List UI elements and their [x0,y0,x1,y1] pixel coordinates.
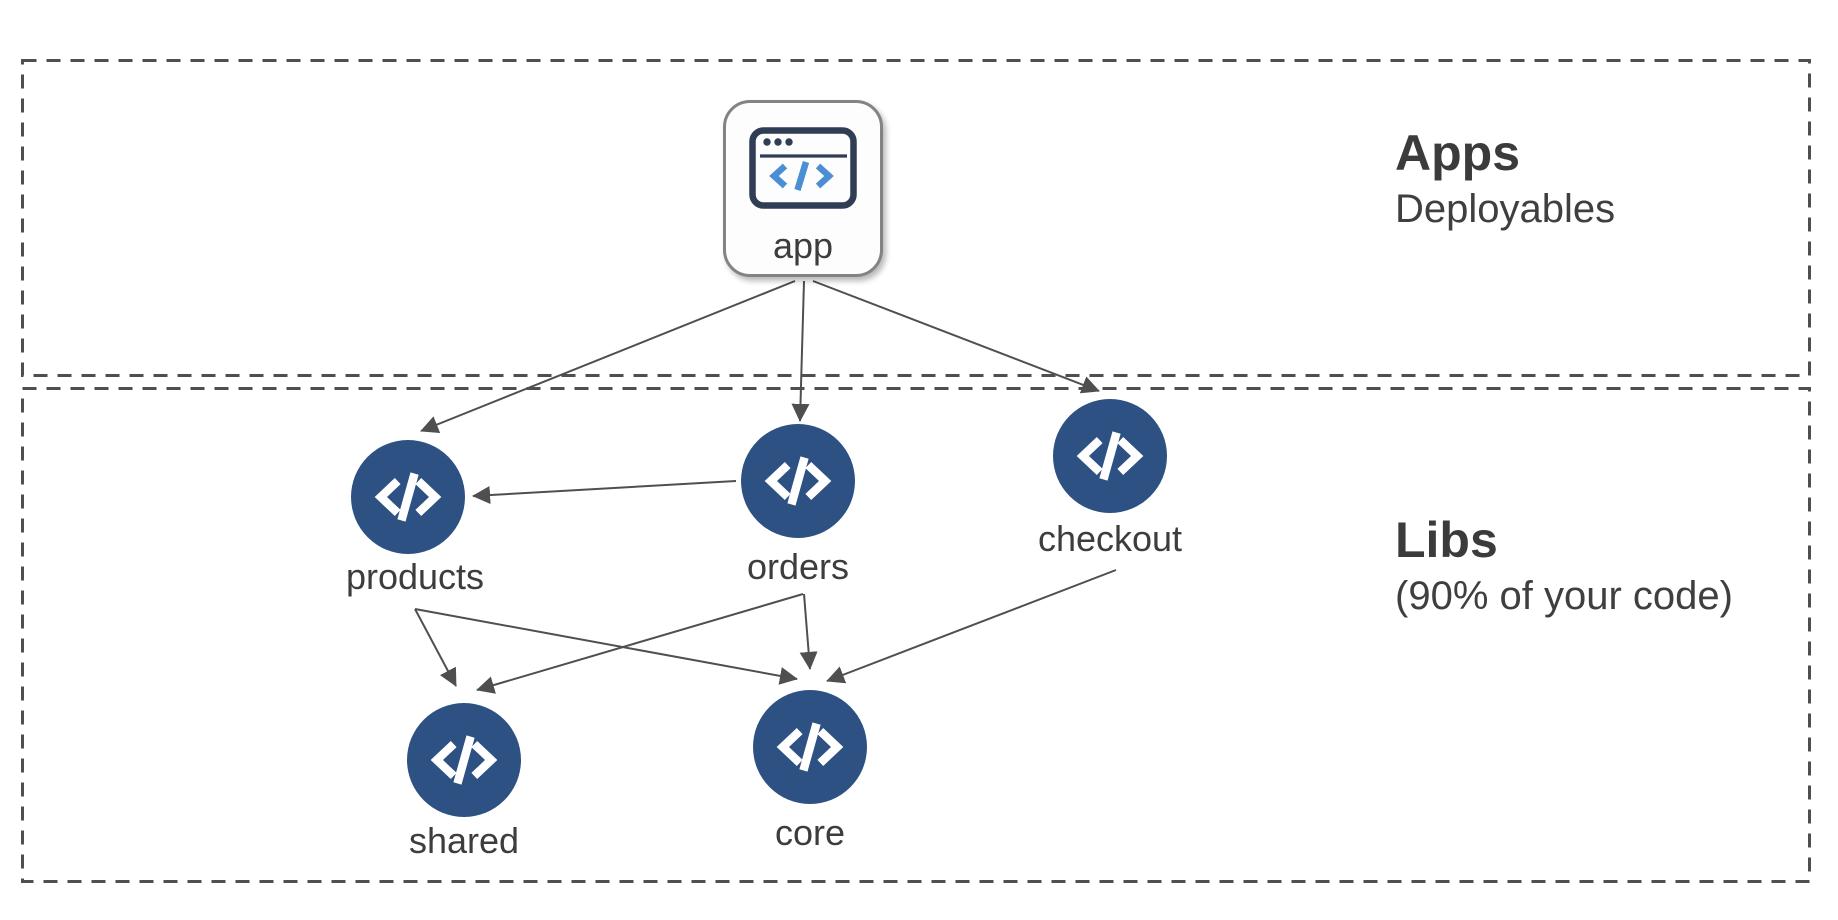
edge-app-checkout [812,280,1100,394]
edge-app-orders [791,280,810,422]
edge-orders-products [472,480,737,505]
node-app: app [723,100,883,277]
browser-window-icon [749,127,857,209]
edge-orders-core [799,593,818,670]
edge-orders-shared [476,593,804,694]
code-icon [374,467,442,527]
node-core-label: core [774,812,846,853]
apps-section-title: Apps [1395,125,1520,181]
code-icon [764,451,832,511]
node-orders [741,424,855,538]
edge-app-products [420,280,796,433]
node-core [753,690,867,804]
code-icon [776,717,844,777]
libs-section-subtitle: (90% of your code) [1395,574,1733,618]
node-orders-label: orders [746,546,850,587]
node-app-label: app [772,225,834,266]
code-icon [1076,426,1144,486]
edge-checkout-core [826,569,1117,684]
libs-section-title: Libs [1395,512,1498,568]
node-checkout [1053,399,1167,513]
apps-section-subtitle: Deployables [1395,187,1616,231]
libs-section-label: Libs (90% of your code) [1395,509,1733,621]
node-products-label: products [345,556,485,597]
code-icon [769,161,834,191]
edge-products-shared [414,608,457,687]
edge-products-core [414,608,798,685]
apps-section-label: Apps Deployables [1395,122,1615,234]
node-checkout-label: checkout [1037,518,1183,559]
node-products [351,440,465,554]
node-shared-label: shared [408,820,520,861]
libs-section-border [21,387,1811,883]
node-shared [407,703,521,817]
code-icon [430,730,498,790]
